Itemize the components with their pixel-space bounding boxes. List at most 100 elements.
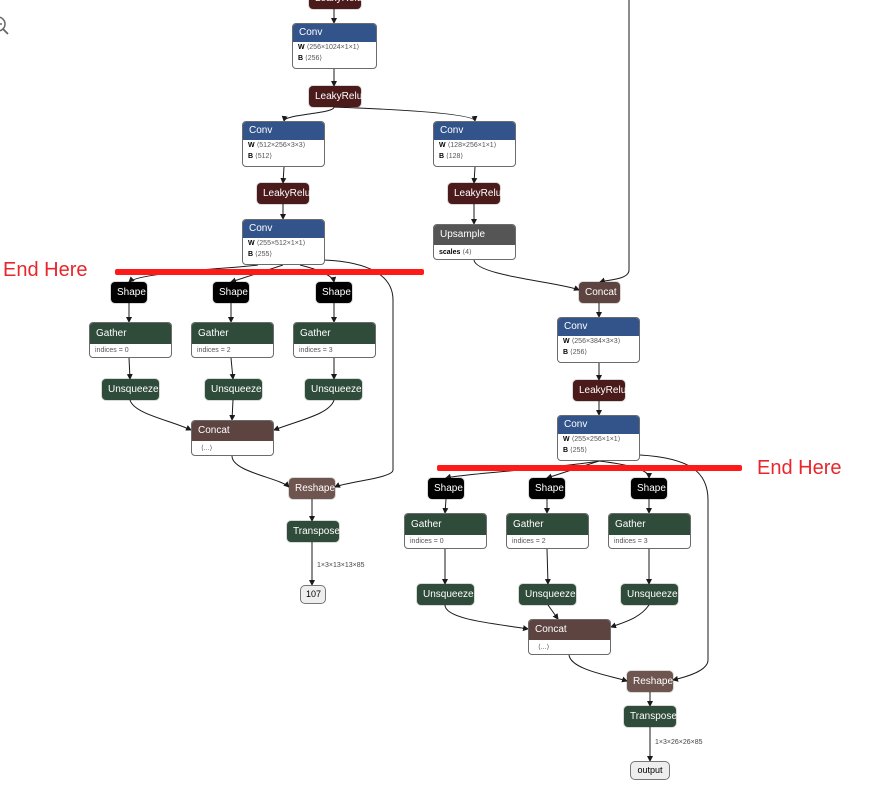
unsqueeze-node-right-3[interactable]: Unsqueeze [621, 584, 678, 605]
node-attr-indices: indices = 0 [95, 347, 129, 354]
node-attr-indices: indices = 3 [614, 538, 648, 545]
conv-node-b[interactable]: Conv W ⟨512×256×3×3⟩ B ⟨512⟩ [242, 121, 325, 167]
node-attr-inputs: ⟨...⟩ [201, 445, 213, 452]
graph-edge [229, 399, 236, 421]
shape-node-left-1[interactable]: Shape [111, 282, 147, 303]
unsqueeze-node-left-3[interactable]: Unsqueeze [305, 379, 362, 400]
transpose-node-left[interactable]: Transpose [287, 521, 340, 542]
shape-node-right-2[interactable]: Shape [529, 478, 565, 499]
leakyrelu-node-d[interactable]: LeakyRelu [448, 183, 501, 204]
end-here-label-left: End Here [3, 259, 88, 281]
conv-node-c[interactable]: Conv W ⟨255×512×1×1⟩ B ⟨255⟩ [242, 219, 325, 265]
reshape-node-right[interactable]: Reshape [627, 671, 673, 692]
node-attr-b: B ⟨128⟩ [439, 153, 464, 160]
gather-node-left-1[interactable]: Gather indices = 0 [89, 322, 172, 358]
node-attr-w: W ⟨256×384×3×3⟩ [563, 338, 621, 345]
graph-edge [442, 498, 449, 514]
node-title: Conv [243, 122, 324, 140]
shape-node-right-3[interactable]: Shape [631, 478, 667, 499]
graph-edge [273, 399, 335, 432]
node-attr-indices: indices = 2 [197, 347, 231, 354]
unsqueeze-node-right-2[interactable]: Unsqueeze [519, 584, 576, 605]
node-title: Gather [192, 323, 273, 344]
gather-node-right-2[interactable]: Gather indices = 2 [506, 513, 589, 549]
graph-edge [129, 399, 192, 431]
conv-node-d[interactable]: Conv W ⟨128×256×1×1⟩ B ⟨128⟩ [433, 121, 516, 167]
node-title: Gather [405, 514, 486, 535]
node-attr-indices: indices = 3 [299, 347, 333, 354]
gather-node-left-2[interactable]: Gather indices = 2 [191, 322, 274, 358]
leakyrelu-node-e[interactable]: LeakyRelu [573, 380, 626, 401]
concat-node-mid[interactable]: Concat [579, 282, 620, 303]
conv-node-a[interactable]: Conv W ⟨256×1024×1×1⟩ B ⟨256⟩ [292, 23, 377, 69]
node-title: Gather [294, 323, 375, 344]
node-attr-w: W ⟨512×256×3×3⟩ [248, 142, 306, 149]
node-attr-b: B ⟨256⟩ [563, 349, 588, 356]
unsqueeze-node-left-2[interactable]: Unsqueeze [205, 379, 262, 400]
end-here-marker-line-left [115, 269, 424, 275]
upsample-node[interactable]: Upsample scales ⟨4⟩ [433, 224, 516, 260]
output-node-output[interactable]: output [630, 761, 670, 780]
gather-node-right-3[interactable]: Gather indices = 3 [608, 513, 691, 549]
node-attr-b: B ⟨256⟩ [298, 55, 323, 62]
leakyrelu-node-a[interactable]: LeakyRelu [309, 86, 362, 107]
node-title: Concat [192, 421, 273, 441]
node-title: Concat [529, 620, 610, 640]
graph-edge [333, 106, 478, 122]
node-title: Conv [243, 220, 324, 238]
conv-node-e[interactable]: Conv W ⟨256×384×3×3⟩ B ⟨256⟩ [557, 317, 640, 363]
node-title: Gather [609, 514, 690, 535]
graph-edge [323, 259, 394, 488]
concat-node-left[interactable]: Concat ⟨...⟩ [191, 420, 274, 456]
shape-node-left-3[interactable]: Shape [316, 282, 352, 303]
node-attr-w: W ⟨128×256×1×1⟩ [439, 142, 497, 149]
gather-node-right-1[interactable]: Gather indices = 0 [404, 513, 487, 549]
node-title: Gather [507, 514, 588, 535]
tensor-shape-label-left: 1×3×13×13×85 [317, 562, 365, 569]
graph-edge [231, 455, 290, 488]
output-node-107[interactable]: 107 [300, 585, 326, 604]
graph-edge [471, 166, 478, 184]
graph-edge [444, 604, 529, 632]
node-attr-indices: indices = 0 [410, 538, 444, 545]
leakyrelu-node-top[interactable]: LeakyRelu [309, 0, 362, 9]
graph-edge [610, 604, 650, 629]
gather-node-left-3[interactable]: Gather indices = 3 [293, 322, 376, 358]
graph-edge [547, 604, 559, 620]
node-attr-scales: scales ⟨4⟩ [439, 249, 472, 256]
graph-edge [544, 548, 551, 585]
node-attr-w: W ⟨256×1024×1×1⟩ [298, 44, 360, 51]
node-attr-indices: indices = 2 [512, 538, 546, 545]
graph-edge [281, 106, 335, 122]
node-title: Conv [434, 122, 515, 140]
shape-node-right-1[interactable]: Shape [428, 478, 464, 499]
node-attr-w: W ⟨255×512×1×1⟩ [248, 240, 306, 247]
end-here-label-right: End Here [757, 457, 842, 479]
node-attr-w: W ⟨255×256×1×1⟩ [563, 436, 621, 443]
graph-edge [280, 166, 287, 184]
node-attr-b: B ⟨255⟩ [248, 251, 273, 258]
node-title: Conv [558, 318, 639, 336]
zoom-out-icon[interactable] [0, 12, 16, 38]
graph-edge [126, 357, 133, 380]
graph-edge [639, 454, 709, 682]
leakyrelu-node-b[interactable]: LeakyRelu [257, 183, 310, 204]
unsqueeze-node-right-1[interactable]: Unsqueeze [417, 584, 474, 605]
node-attr-b: B ⟨255⟩ [563, 447, 588, 454]
unsqueeze-node-left-1[interactable]: Unsqueeze [102, 379, 159, 400]
concat-node-right[interactable]: Concat ⟨...⟩ [528, 619, 611, 655]
conv-node-f[interactable]: Conv W ⟨255×256×1×1⟩ B ⟨255⟩ [557, 415, 640, 461]
reshape-node-left[interactable]: Reshape [289, 478, 335, 499]
node-attr-b: B ⟨512⟩ [248, 153, 273, 160]
end-here-marker-line-right [437, 465, 742, 471]
node-title: Upsample [434, 225, 515, 245]
node-title: Gather [90, 323, 171, 344]
graph-edge [229, 357, 236, 380]
node-title: Conv [293, 24, 376, 42]
tensor-shape-label-right: 1×3×26×26×85 [655, 739, 703, 746]
shape-node-left-2[interactable]: Shape [213, 282, 249, 303]
graph-edge [599, 0, 630, 284]
transpose-node-right[interactable]: Transpose [624, 706, 677, 727]
node-title: Conv [558, 416, 639, 434]
